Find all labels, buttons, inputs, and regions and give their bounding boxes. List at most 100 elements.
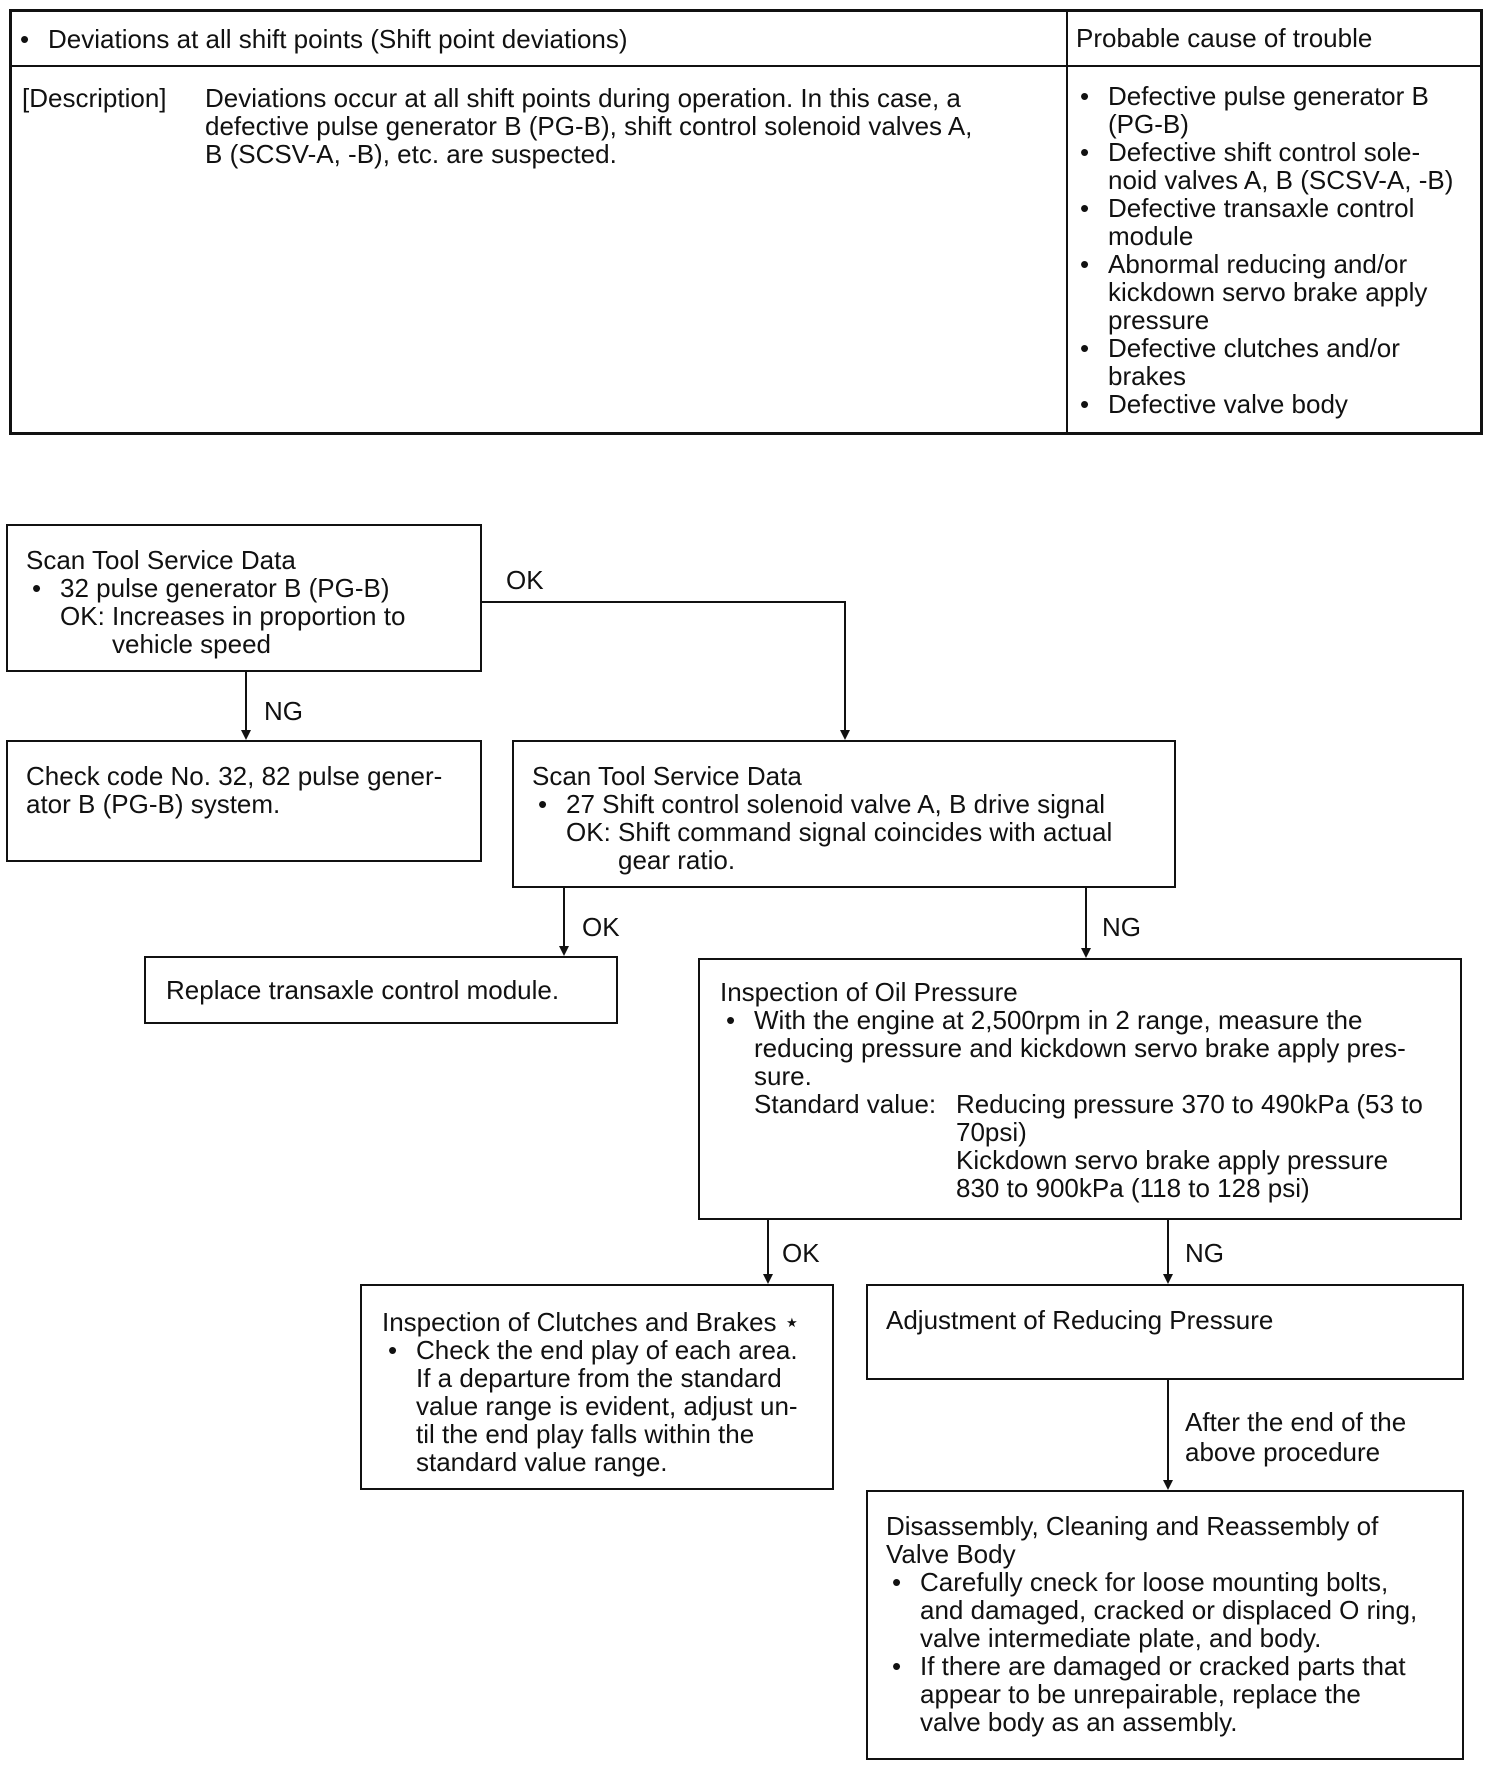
box-title-cont: Valve Body: [886, 1539, 1016, 1569]
cause-line: Defective shift control sole-: [1108, 137, 1421, 167]
description-line: B (SCSV-A, -B), etc. are suspected.: [205, 139, 617, 169]
box-bullet: With the engine at 2,500rpm in 2 range, …: [720, 1006, 1460, 1090]
arrow-head: [840, 730, 850, 740]
ok-label: OK: [782, 1238, 820, 1268]
replace-tcm-box: Replace transaxle control module.: [144, 956, 618, 1024]
connector-ok: [767, 1220, 769, 1274]
ng-label: NG: [1102, 912, 1141, 942]
oil-pressure-box: Inspection of Oil Pressure With the engi…: [698, 958, 1462, 1220]
cause-item: Defective shift control sole- noid valve…: [1074, 138, 1474, 194]
box-line: If there are damaged or cracked parts th…: [920, 1651, 1406, 1681]
connector-after: [1167, 1380, 1169, 1480]
standard-value-list: Reducing pressure 370 to 490kPa (53 to 7…: [754, 1090, 1460, 1202]
box-line: valve body as an assembly.: [920, 1707, 1238, 1737]
box-line: Check code No. 32, 82 pulse gener-: [26, 761, 443, 791]
box-line: standard value range.: [416, 1447, 668, 1477]
standard-value-label: Standard value:: [754, 1089, 937, 1119]
cause-line: kickdown servo brake apply: [1108, 277, 1428, 307]
arrow-head: [1163, 1274, 1173, 1284]
cause-item: Abnormal reducing and/or kickdown servo …: [1074, 250, 1474, 334]
arrow-head: [1163, 1480, 1173, 1490]
arrow-head: [1081, 948, 1091, 958]
check-code-box: Check code No. 32, 82 pulse gener- ator …: [6, 740, 482, 862]
box-line: 830 to 900kPa (118 to 128 psi): [956, 1173, 1310, 1203]
connector-ok-right: [482, 601, 846, 603]
cause-line: Defective transaxle control: [1108, 193, 1415, 223]
box-line: and damaged, cracked or displaced O ring…: [920, 1595, 1418, 1625]
description-text: Deviations occur at all shift points dur…: [205, 84, 1055, 168]
scan-tool-scsv-box: Scan Tool Service Data 27 Shift control …: [512, 740, 1176, 888]
description-line: Deviations occur at all shift points dur…: [205, 83, 961, 113]
connector-ok: [563, 888, 565, 946]
ok-criterion-cont: gear ratio.: [618, 845, 736, 875]
box-title: Scan Tool Service Data: [532, 761, 802, 791]
standard-values: Standard value: Reducing pressure 370 to…: [720, 1090, 1460, 1202]
box-line: 70psi): [956, 1117, 1027, 1147]
description-line: defective pulse generator B (PG-B), shif…: [205, 111, 973, 141]
box-bullet-text: 32 pulse generator B (PG-B): [60, 573, 390, 603]
ok-criterion: OK: Increases in proportion to: [60, 601, 406, 631]
box-bullet-text: 27 Shift control solenoid valve A, B dri…: [566, 789, 1106, 819]
trouble-table: Deviations at all shift points (Shift po…: [9, 9, 1483, 435]
ok-label: OK: [582, 912, 620, 942]
box-line: sure.: [754, 1061, 812, 1091]
ng-label: NG: [264, 696, 303, 726]
cause-line: Defective pulse generator B: [1108, 81, 1429, 111]
cause-item: Defective valve body: [1074, 390, 1474, 418]
cause-item: Defective pulse generator B (PG-B): [1074, 82, 1474, 138]
box-line: Check the end play of each area.: [416, 1335, 798, 1365]
symptom-header: Deviations at all shift points (Shift po…: [14, 25, 1482, 53]
arrow-head: [241, 730, 251, 740]
box-bullet: 32 pulse generator B (PG-B): [26, 574, 480, 602]
arrow-head: [559, 946, 569, 956]
box-line: reducing pressure and kickdown servo bra…: [754, 1033, 1406, 1063]
cause-line: (PG-B): [1108, 109, 1189, 139]
connector-ng: [1085, 888, 1087, 948]
box-line: ator B (PG-B) system.: [26, 789, 281, 819]
box-line: appear to be unrepairable, replace the: [920, 1679, 1361, 1709]
box-line: Reducing pressure 370 to 490kPa (53 to: [956, 1089, 1423, 1119]
box-line: If a departure from the standard: [416, 1363, 782, 1393]
box-line: til the end play falls within the: [416, 1419, 755, 1449]
box-bullet: Carefully cneck for loose mounting bolts…: [886, 1568, 1462, 1652]
box-bullet: If there are damaged or cracked parts th…: [886, 1652, 1462, 1736]
ng-label: NG: [1185, 1238, 1224, 1268]
box-bullet: Check the end play of each area. If a de…: [382, 1336, 832, 1476]
valve-body-box: Disassembly, Cleaning and Reassembly of …: [866, 1490, 1464, 1760]
arrow-head: [763, 1274, 773, 1284]
cause-line: module: [1108, 221, 1194, 251]
box-line: valve intermediate plate, and body.: [920, 1623, 1322, 1653]
cause-header: Probable cause of trouble: [1076, 23, 1373, 53]
box-line: Kickdown servo brake apply pressure: [956, 1145, 1389, 1175]
cause-line: Defective valve body: [1108, 389, 1348, 419]
box-title: Disassembly, Cleaning and Reassembly of: [886, 1511, 1379, 1541]
adjust-pressure-box: Adjustment of Reducing Pressure: [866, 1284, 1464, 1380]
after-label-line: After the end of the: [1185, 1407, 1407, 1437]
connector-ng: [1167, 1220, 1169, 1274]
ok-criterion-cont: vehicle speed: [112, 629, 271, 659]
cause-line: noid valves A, B (SCSV-A, -B): [1108, 165, 1454, 195]
box-line: value range is evident, adjust un-: [416, 1391, 798, 1421]
table-header-divider: [12, 65, 1480, 67]
box-title: Scan Tool Service Data: [26, 545, 296, 575]
connector-ok-down: [844, 601, 846, 730]
cause-item: Defective transaxle control module: [1074, 194, 1474, 250]
box-line: Adjustment of Reducing Pressure: [886, 1305, 1274, 1335]
cause-line: Defective clutches and/or: [1108, 333, 1400, 363]
after-label-line: above procedure: [1185, 1437, 1381, 1467]
box-bullet: 27 Shift control solenoid valve A, B dri…: [532, 790, 1174, 818]
symptom-header-text: Deviations at all shift points (Shift po…: [48, 24, 628, 54]
cause-line: brakes: [1108, 361, 1187, 391]
connector-ng: [245, 672, 247, 730]
cause-list: Defective pulse generator B (PG-B) Defec…: [1074, 82, 1474, 418]
ok-criterion: OK: Shift command signal coincides with …: [566, 817, 1113, 847]
box-title: Inspection of Clutches and Brakes ⋆: [382, 1307, 801, 1337]
box-line: With the engine at 2,500rpm in 2 range, …: [754, 1005, 1363, 1035]
cause-line: pressure: [1108, 305, 1210, 335]
scan-tool-pgb-box: Scan Tool Service Data 32 pulse generato…: [6, 524, 482, 672]
box-line: Replace transaxle control module.: [166, 975, 560, 1005]
table-column-divider: [1066, 12, 1068, 432]
box-line: Carefully cneck for loose mounting bolts…: [920, 1567, 1389, 1597]
description-label: [Description]: [22, 83, 167, 113]
clutch-brake-box: Inspection of Clutches and Brakes ⋆ Chec…: [360, 1284, 834, 1490]
